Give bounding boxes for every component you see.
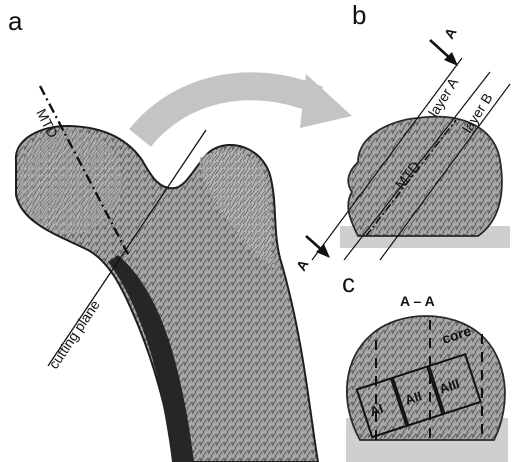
arrow-a-top	[430, 40, 458, 66]
transition-arrow	[140, 74, 352, 138]
panel-c-label: c	[342, 268, 355, 298]
cutting-plane-label: cutting plane	[45, 297, 103, 372]
arrow-a-bottom-label: A	[293, 257, 312, 274]
arrow-a-bottom	[306, 236, 330, 258]
arrow-a-top-label: A	[441, 25, 460, 42]
panel-b: b MTD layer A layer B A A	[293, 0, 510, 274]
panel-b-label: b	[352, 0, 366, 30]
section-title: A – A	[400, 293, 435, 309]
section-b-outline	[348, 117, 502, 236]
panel-a-label: a	[8, 6, 23, 36]
panel-c: c A – A core AI AII AIII	[342, 268, 508, 462]
layer-a-label: layer A	[425, 74, 462, 119]
